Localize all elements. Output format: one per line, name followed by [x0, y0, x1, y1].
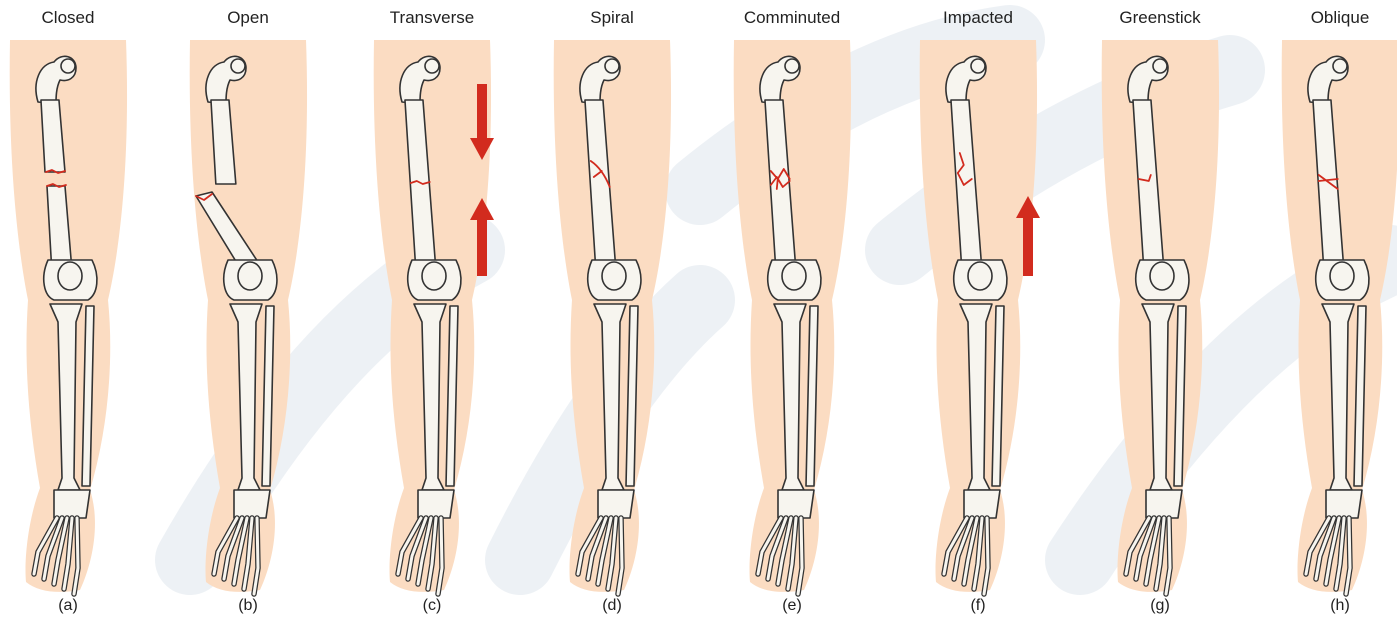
- panel-title: Closed: [0, 8, 148, 28]
- panel-letter: (b): [218, 597, 278, 615]
- patella: [782, 262, 806, 290]
- panel-title: Greenstick: [1080, 8, 1240, 28]
- tarsal-bones: [964, 490, 1000, 518]
- patella: [58, 262, 82, 290]
- panel-title: Spiral: [532, 8, 692, 28]
- tarsal-bones: [234, 490, 270, 518]
- femoral-head-ball: [61, 59, 75, 73]
- femoral-head-ball: [785, 59, 799, 73]
- panel-title: Impacted: [898, 8, 1058, 28]
- tarsal-bones: [1146, 490, 1182, 518]
- femoral-head-ball: [1333, 59, 1347, 73]
- panel-letter: (h): [1310, 597, 1370, 615]
- femoral-head-ball: [1153, 59, 1167, 73]
- panel-title: Transverse: [352, 8, 512, 28]
- femoral-head-ball: [231, 59, 245, 73]
- panel-letter: (c): [402, 597, 462, 615]
- fracture-line: [777, 179, 778, 189]
- tarsal-bones: [54, 490, 90, 518]
- panel-title: Oblique: [1260, 8, 1397, 28]
- panel-letter: (a): [38, 597, 98, 615]
- panel-letter: (d): [582, 597, 642, 615]
- panel-impacted: [920, 40, 1040, 594]
- panel-title: Comminuted: [712, 8, 872, 28]
- patella: [968, 262, 992, 290]
- femoral-head-ball: [605, 59, 619, 73]
- patella: [1150, 262, 1174, 290]
- patella: [1330, 262, 1354, 290]
- patella: [238, 262, 262, 290]
- panel-letter: (e): [762, 597, 822, 615]
- tarsal-bones: [598, 490, 634, 518]
- femoral-head-ball: [971, 59, 985, 73]
- panel-closed: [10, 40, 127, 594]
- patella: [602, 262, 626, 290]
- tarsal-bones: [1326, 490, 1362, 518]
- tarsal-bones: [778, 490, 814, 518]
- patella: [422, 262, 446, 290]
- panel-comminuted: [734, 40, 851, 594]
- tarsal-bones: [418, 490, 454, 518]
- panel-letter: (g): [1130, 597, 1190, 615]
- femoral-head-ball: [425, 59, 439, 73]
- panel-transverse: [374, 40, 494, 594]
- panel-title: Open: [168, 8, 328, 28]
- panel-letter: (f): [948, 597, 1008, 615]
